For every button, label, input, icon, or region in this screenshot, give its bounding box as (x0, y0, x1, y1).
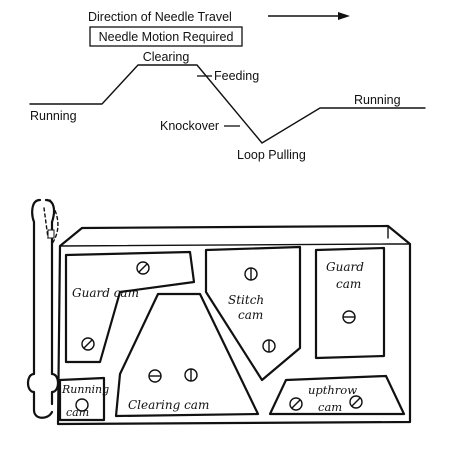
guard-cam-right-label-line2: cam (336, 277, 361, 291)
clearing-cam-screw-left (148, 369, 162, 383)
cam-box-frame (56, 224, 412, 426)
direction-arrow (268, 12, 350, 20)
needle-motion-curve (29, 64, 426, 144)
guard-cam-left-label: Guard cam (72, 286, 139, 300)
label-clearing: Clearing (143, 50, 190, 64)
stitch-cam-label-line1: Stitch (228, 293, 264, 307)
running-cam-screw (75, 398, 89, 412)
label-loop-pulling: Loop Pulling (237, 148, 306, 162)
label-knockover: Knockover (160, 119, 219, 133)
direction-label: Direction of Needle Travel (88, 10, 232, 24)
stitch-cam-screw-top (244, 267, 258, 281)
stitch-cam-label-line2: cam (238, 308, 263, 322)
needle-illustration (26, 198, 60, 419)
guard-cam-left (64, 250, 196, 364)
motion-title-box (89, 26, 243, 47)
guard-cam-right-label-line1: Guard (326, 260, 364, 274)
guard-cam-right-screw (342, 310, 356, 324)
upthrow-cam-label-line1: upthrow (308, 383, 357, 397)
clearing-cam-label: Clearing cam (128, 398, 209, 412)
upthrow-cam-screw-right (349, 395, 363, 409)
upthrow-cam-screw-left (289, 397, 303, 411)
motion-title-text: Needle Motion Required (99, 30, 234, 44)
running-cam-label-line1: Running (61, 383, 109, 396)
clearing-cam-screw-right (184, 368, 198, 382)
stitch-cam (204, 245, 302, 382)
upthrow-cam-label-line2: cam (318, 400, 342, 414)
stitch-cam-screw-bottom (262, 339, 276, 353)
upthrow-cam (268, 374, 406, 416)
guard-cam-left-screw-top (136, 261, 150, 275)
label-running-left: Running (30, 109, 77, 123)
running-cam (58, 376, 106, 422)
clearing-cam (114, 292, 260, 418)
guard-cam-left-screw-bottom (81, 337, 95, 351)
label-running-right: Running (354, 93, 401, 107)
label-feeding: Feeding (214, 69, 259, 83)
guard-cam-right (314, 246, 386, 360)
